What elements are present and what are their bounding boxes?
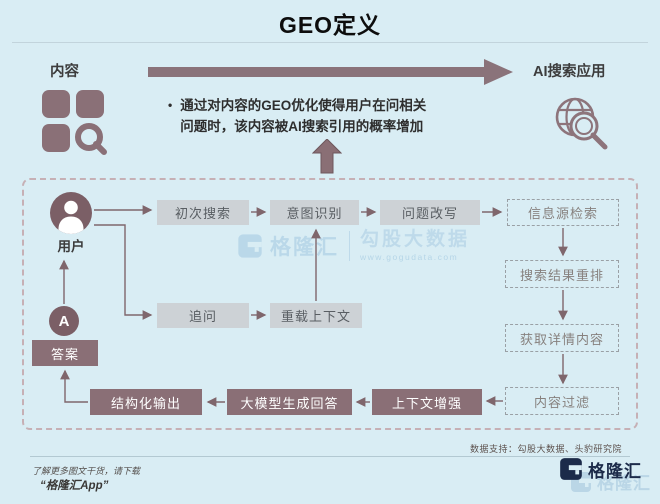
flow-box-context-enhance: 上下文增强 (372, 389, 482, 415)
feedback-up-arrow-icon (312, 139, 342, 174)
flow-box-follow-up: 追问 (157, 303, 249, 328)
flow-box-result-rerank: 搜索结果重排 (505, 260, 619, 288)
footer-promo-line1: 了解更多图文干货，请下载 (32, 466, 141, 476)
watermark-brand-text: 格隆汇 (270, 236, 339, 260)
user-avatar-icon (50, 192, 92, 234)
watermark-divider (349, 231, 350, 262)
content-to-ai-arrow-icon (148, 59, 513, 85)
flow-box-structured-output: 结构化输出 (90, 389, 202, 415)
bullet-icon: • (168, 98, 173, 112)
data-support-note: 数据支持：勾股大数据、头豹研究院 (469, 444, 622, 454)
flow-box-content-filter: 内容过滤 (505, 387, 619, 415)
gelonghui-logo-main: 格隆汇 (558, 456, 642, 482)
flow-box-source-retrieval: 信息源检索 (507, 199, 619, 226)
flow-box-answer: 答案 (32, 340, 98, 366)
ai-search-app-label: AI搜索应用 (533, 64, 606, 80)
watermark-brand: 格隆汇 (236, 231, 339, 261)
flow-box-question-rewrite: 问题改写 (380, 200, 480, 225)
flow-box-intent-recognition: 意图识别 (270, 200, 359, 225)
flow-box-llm-answer: 大模型生成回答 (227, 389, 352, 415)
flow-box-fetch-detail: 获取详情内容 (505, 324, 619, 352)
geo-flowchart: 格隆汇 勾股大数据 www.gogudata.com (22, 178, 638, 430)
answer-avatar-icon: A (49, 306, 79, 336)
user-label: 用户 (57, 239, 85, 254)
gelonghui-logo: 格隆汇 格隆汇 (558, 456, 654, 502)
geo-description: • 通过对内容的GEO优化使得用户在问相关 问题时，该内容被AI搜索引用的概率增… (168, 95, 513, 137)
gelonghui-logo-icon (560, 458, 582, 480)
globe-search-icon (555, 97, 608, 150)
flow-box-first-search: 初次搜索 (157, 200, 249, 225)
content-label: 内容 (50, 64, 79, 80)
gelonghui-logo-icon (238, 234, 262, 258)
center-watermark: 格隆汇 勾股大数据 www.gogudata.com (236, 229, 471, 262)
footer-promo-line2: “格隆汇App” (40, 480, 109, 492)
flow-connectors (59, 205, 568, 407)
footer-divider (30, 456, 630, 457)
geo-description-text: 通过对内容的GEO优化使得用户在问相关 问题时，该内容被AI搜索引用的概率增加 (180, 98, 427, 134)
page-title: GEO定义 (278, 12, 382, 38)
content-grid-search-icon (42, 90, 107, 155)
title-divider (12, 42, 648, 43)
watermark-partner: 勾股大数据 www.gogudata.com (360, 229, 471, 262)
flow-box-reload-context: 重载上下文 (270, 303, 362, 328)
